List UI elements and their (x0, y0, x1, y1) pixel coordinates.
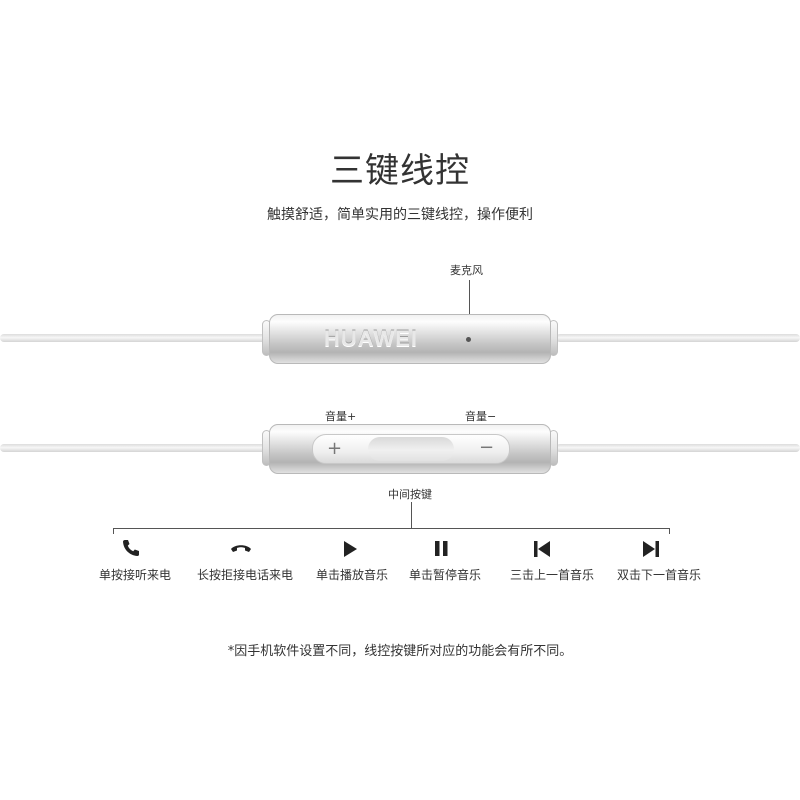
play-icon (341, 539, 361, 559)
bracket-right-tick (669, 528, 670, 534)
function-label: 长按拒接电话来电 (196, 568, 293, 582)
volume-down-label: 音量− (465, 410, 497, 423)
center-pointer-line (411, 504, 412, 528)
next-track-icon (641, 539, 661, 559)
cable-right-top (556, 334, 800, 342)
function-label: 单按接听来电 (98, 568, 171, 582)
page-title: 三键线控 (330, 151, 470, 191)
phone-hangup-icon (229, 538, 251, 558)
brand-logo: HUAWEI (324, 326, 418, 351)
previous-track-icon (532, 539, 552, 559)
function-label: 三击上一首音乐 (509, 568, 594, 582)
function-label: 单击暂停音乐 (408, 568, 481, 582)
bracket-horizontal-line (113, 528, 670, 529)
mic-pointer-line (469, 280, 470, 336)
cable-right-bottom (556, 444, 800, 452)
function-label: 双击下一首音乐 (616, 568, 701, 582)
page-subtitle: 触摸舒适，简单实用的三键线控，操作便利 (267, 207, 533, 223)
volume-rocker[interactable]: + − (312, 434, 510, 464)
volume-up-button[interactable]: + (327, 438, 343, 459)
volume-down-button[interactable]: − (479, 437, 495, 458)
phone-answer-icon (121, 538, 141, 558)
bracket-left-tick (113, 528, 114, 534)
center-key-label: 中间按键 (388, 488, 432, 501)
pause-icon (432, 539, 452, 559)
mic-hole-icon (466, 337, 471, 342)
remote-top-body: HUAWEI (269, 314, 551, 364)
volume-up-label: 音量+ (325, 410, 357, 423)
center-key-button[interactable] (368, 437, 454, 461)
function-label: 单击播放音乐 (315, 568, 388, 582)
cable-left-top (0, 334, 268, 342)
center-pointer-dot (411, 502, 412, 506)
cable-left-bottom (0, 444, 268, 452)
footnote: *因手机软件设置不同，线控按键所对应的功能会有所不同。 (227, 644, 573, 659)
mic-label: 麦克风 (450, 264, 483, 277)
remote-bottom-body: + − (269, 424, 551, 474)
